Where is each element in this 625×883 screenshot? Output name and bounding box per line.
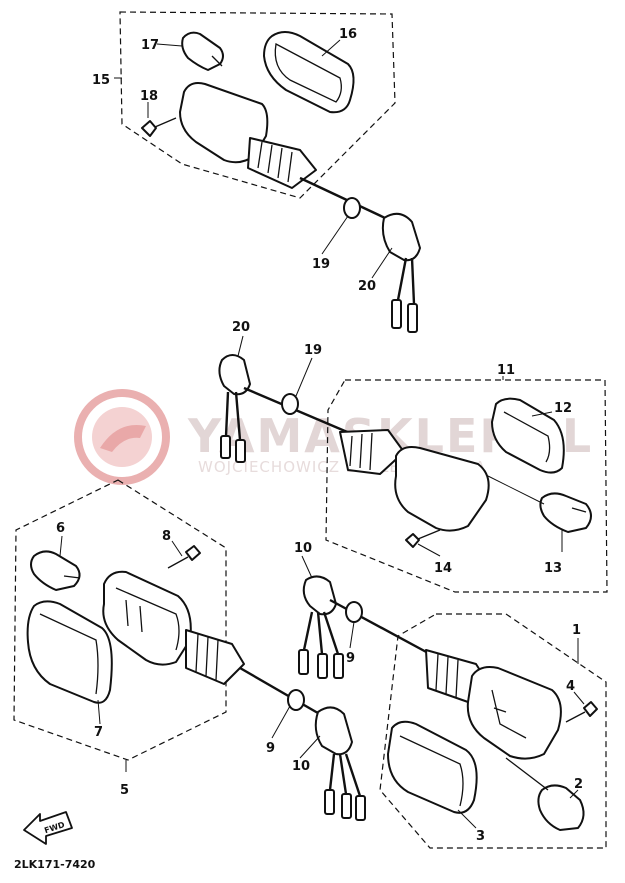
- callout-17: 17: [141, 38, 159, 53]
- callout-1: 1: [572, 623, 581, 638]
- housing-5: [102, 570, 245, 685]
- callout-19-mid: 19: [304, 343, 322, 358]
- housing-11: [339, 429, 490, 532]
- callout-20-mid: 20: [232, 320, 250, 335]
- connector-20-mid: [218, 354, 251, 463]
- screw-8: [167, 545, 201, 569]
- callout-16: 16: [339, 27, 357, 42]
- lens-3: [387, 720, 478, 814]
- bulb-17: [181, 31, 224, 71]
- connector-10-right: [298, 575, 344, 679]
- callout-13: 13: [544, 561, 562, 576]
- callout-5: 5: [120, 783, 129, 798]
- callout-2: 2: [574, 777, 583, 792]
- callout-6: 6: [56, 521, 65, 536]
- callout-10-right: 10: [294, 541, 312, 556]
- callout-15: 15: [92, 73, 110, 88]
- grommet-19-top: [343, 197, 361, 219]
- callout-14: 14: [434, 561, 452, 576]
- grommet-19-mid: [281, 393, 299, 415]
- lens-16: [263, 31, 355, 114]
- connector-10-left: [314, 706, 366, 821]
- group-outline-1: [379, 613, 607, 849]
- wire-5: [239, 666, 331, 722]
- callout-20-top: 20: [358, 279, 376, 294]
- lens-12: [491, 397, 565, 474]
- housing-1: [425, 649, 562, 760]
- callout-8: 8: [162, 529, 171, 544]
- wire-1: [329, 598, 431, 656]
- callout-9-right: 9: [346, 651, 355, 666]
- bulb-13: [539, 492, 592, 533]
- grommet-9-left: [287, 689, 305, 711]
- callout-18: 18: [140, 89, 158, 104]
- watermark-logo-icon: [74, 389, 170, 485]
- callout-19-top: 19: [312, 257, 330, 272]
- group-outline-15: [119, 11, 396, 199]
- screw-18: [141, 117, 177, 137]
- wire-11: [243, 386, 353, 436]
- connector-20-top: [381, 212, 421, 333]
- bulb-6: [30, 550, 81, 591]
- bulb-2: [505, 757, 585, 831]
- screw-14: [405, 529, 441, 548]
- diagram-code: 2LK171-7420: [14, 858, 96, 871]
- lens-7: [26, 600, 113, 704]
- callout-11: 11: [497, 363, 515, 378]
- callout-12: 12: [554, 401, 572, 416]
- screw-4: [565, 701, 598, 723]
- callout-3: 3: [476, 829, 485, 844]
- group-outline-11: [325, 379, 608, 593]
- callout-10-left: 10: [292, 759, 310, 774]
- group-outline-5: [13, 479, 227, 761]
- grommet-9-right: [345, 601, 363, 623]
- callout-4: 4: [566, 679, 575, 694]
- callout-9-left: 9: [266, 741, 275, 756]
- forward-arrow-icon: FWD: [23, 811, 73, 845]
- housing-15: [179, 82, 317, 189]
- callout-7: 7: [94, 725, 103, 740]
